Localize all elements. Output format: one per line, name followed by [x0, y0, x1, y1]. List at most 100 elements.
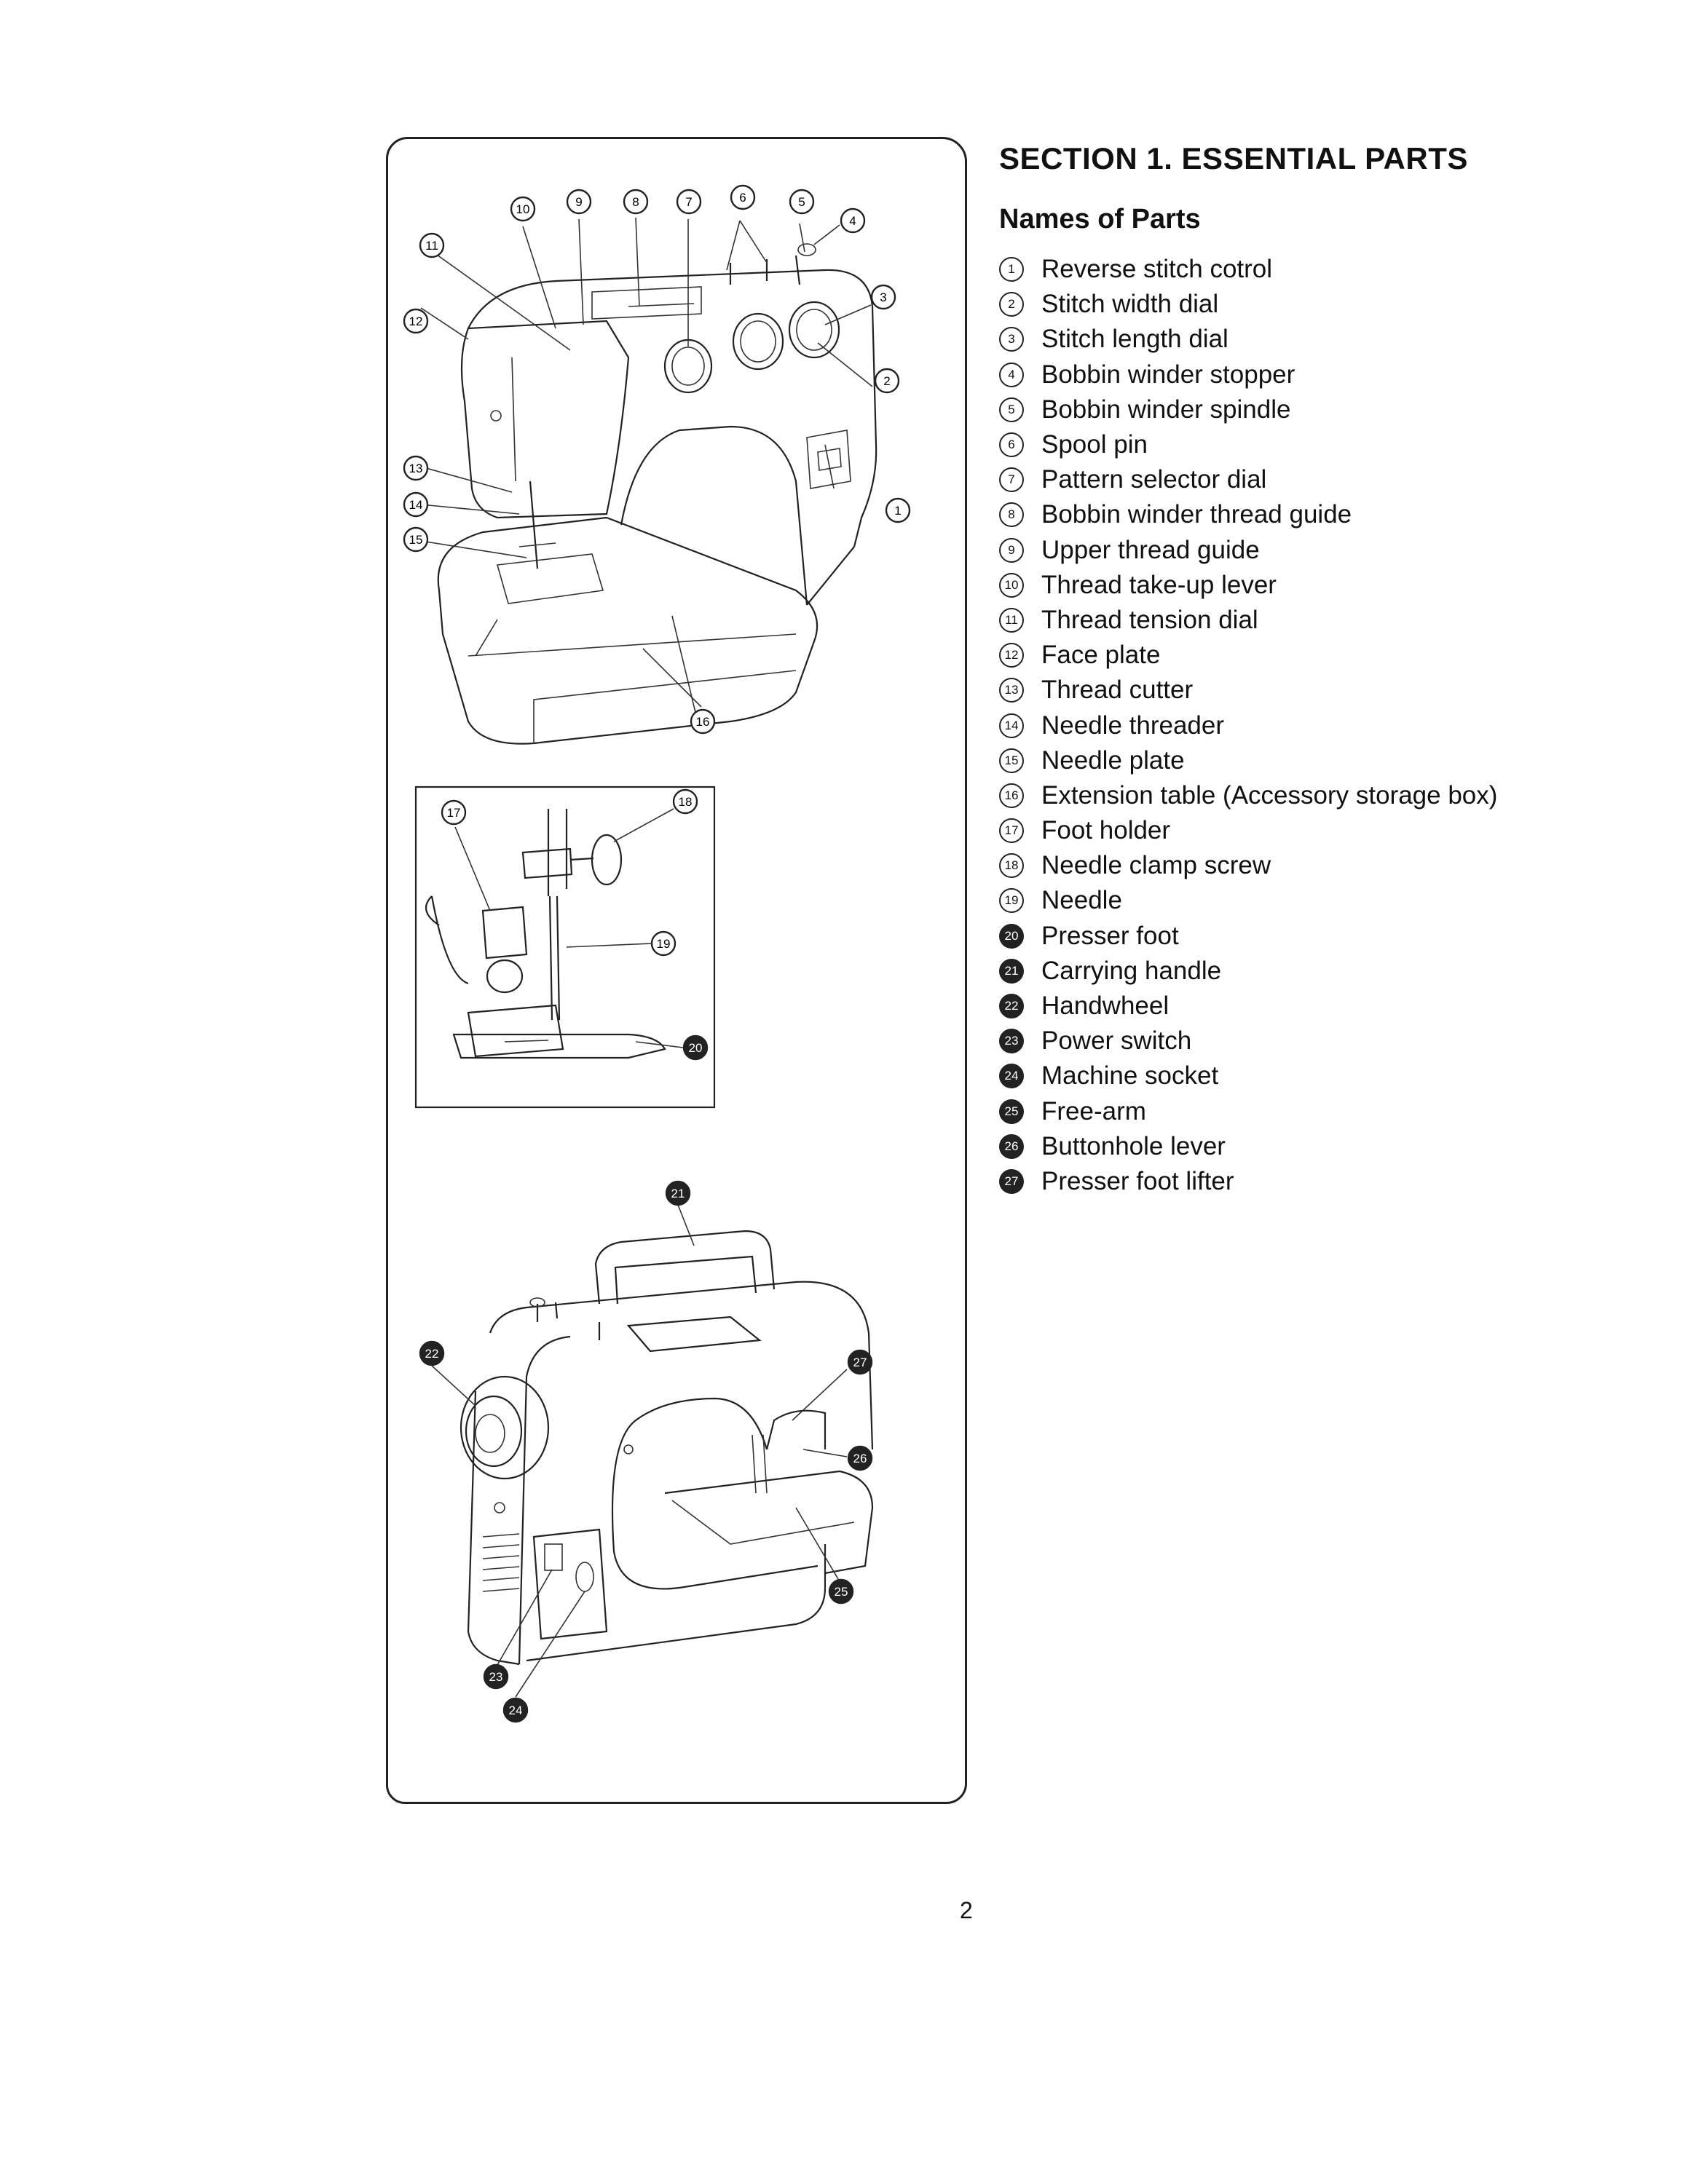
part-name: Thread cutter — [1041, 676, 1194, 705]
page-number: 2 — [960, 1897, 973, 1923]
svg-text:2: 2 — [883, 374, 890, 388]
sewing-machine-diagram: 1 2 3 4 5 6 7 8 9 10 11 12 13 14 15 16 1… — [403, 184, 911, 1723]
svg-text:22: 22 — [425, 1347, 439, 1361]
svg-text:14: 14 — [409, 498, 423, 512]
part-number-badge: 26 — [999, 1133, 1024, 1159]
part-name: Foot holder — [1041, 816, 1171, 845]
subsection-title: Names of Parts — [999, 204, 1201, 234]
part-number-badge: 9 — [999, 537, 1024, 563]
part-item: 20 Presser foot — [999, 919, 1640, 954]
part-number-badge: 27 — [999, 1168, 1024, 1194]
part-number-badge: 20 — [999, 923, 1024, 949]
part-number-badge: 2 — [999, 292, 1024, 317]
part-number-badge: 10 — [999, 572, 1024, 598]
part-name: Needle clamp screw — [1041, 851, 1271, 880]
part-number-badge: 15 — [999, 748, 1024, 773]
callout-10: 10 — [510, 196, 536, 222]
svg-text:23: 23 — [489, 1670, 503, 1684]
part-name: Carrying handle — [1041, 956, 1222, 985]
part-name: Presser foot — [1041, 921, 1179, 950]
svg-text:21: 21 — [671, 1187, 685, 1200]
callout-17: 17 — [441, 799, 467, 826]
rear-view-illustration — [460, 1230, 874, 1666]
part-name: Presser foot lifter — [1041, 1166, 1234, 1195]
part-number-badge: 13 — [999, 678, 1024, 703]
part-item: 15 Needle plate — [999, 743, 1640, 778]
callout-19: 19 — [650, 930, 677, 957]
part-item: 10 Thread take-up lever — [999, 568, 1640, 603]
callout-5: 5 — [789, 189, 815, 215]
part-number-badge: 11 — [999, 607, 1024, 633]
part-number-badge: 22 — [999, 994, 1024, 1019]
callout-20: 20 — [682, 1034, 709, 1061]
svg-text:27: 27 — [853, 1356, 867, 1369]
part-name: Thread tension dial — [1041, 605, 1258, 634]
callout-1: 1 — [885, 497, 911, 523]
part-item: 4 Bobbin winder stopper — [999, 357, 1640, 392]
svg-text:24: 24 — [509, 1704, 523, 1717]
svg-text:13: 13 — [409, 462, 423, 475]
part-name: Stitch width dial — [1041, 290, 1219, 319]
svg-text:7: 7 — [685, 195, 692, 209]
callout-3: 3 — [870, 284, 896, 310]
part-name: Needle plate — [1041, 745, 1185, 775]
part-name: Spool pin — [1041, 430, 1148, 459]
svg-text:1: 1 — [894, 504, 901, 518]
part-name: Face plate — [1041, 641, 1161, 670]
part-name: Bobbin winder spindle — [1041, 395, 1291, 424]
part-name: Thread take-up lever — [1041, 570, 1277, 599]
callout-24: 24 — [502, 1697, 529, 1723]
callout-9: 9 — [566, 189, 592, 215]
part-number-badge: 1 — [999, 257, 1024, 282]
part-name: Needle threader — [1041, 711, 1224, 740]
part-number-badge: 8 — [999, 502, 1024, 528]
part-item: 13 Thread cutter — [999, 673, 1640, 708]
svg-text:12: 12 — [409, 314, 423, 328]
callout-15: 15 — [403, 526, 429, 553]
part-item: 11 Thread tension dial — [999, 603, 1640, 638]
callout-27: 27 — [847, 1349, 873, 1375]
callout-14: 14 — [403, 491, 429, 518]
front-view-illustration — [437, 243, 877, 745]
callout-22: 22 — [419, 1340, 445, 1366]
svg-text:3: 3 — [880, 290, 886, 304]
callout-13: 13 — [403, 455, 429, 481]
part-number-badge: 24 — [999, 1064, 1024, 1089]
part-number-badge: 4 — [999, 362, 1024, 387]
svg-text:20: 20 — [689, 1041, 703, 1055]
part-name: Bobbin winder stopper — [1041, 360, 1295, 389]
part-item: 21 Carrying handle — [999, 954, 1640, 989]
part-number-badge: 7 — [999, 467, 1024, 493]
svg-text:9: 9 — [575, 195, 582, 209]
part-number-badge: 5 — [999, 397, 1024, 422]
callout-18: 18 — [672, 788, 698, 815]
callout-4: 4 — [840, 207, 866, 234]
needle-detail-illustration — [414, 786, 716, 1109]
callout-2: 2 — [874, 368, 900, 394]
part-item: 5 Bobbin winder spindle — [999, 392, 1640, 427]
part-number-badge: 21 — [999, 958, 1024, 984]
callout-6: 6 — [730, 184, 756, 210]
callout-21: 21 — [665, 1180, 691, 1206]
part-number-badge: 3 — [999, 327, 1024, 352]
part-number-badge: 19 — [999, 888, 1024, 914]
part-name: Power switch — [1041, 1026, 1192, 1056]
part-name: Free-arm — [1041, 1096, 1146, 1125]
callout-8: 8 — [623, 189, 649, 215]
callout-11: 11 — [419, 232, 445, 258]
svg-text:25: 25 — [835, 1585, 848, 1599]
